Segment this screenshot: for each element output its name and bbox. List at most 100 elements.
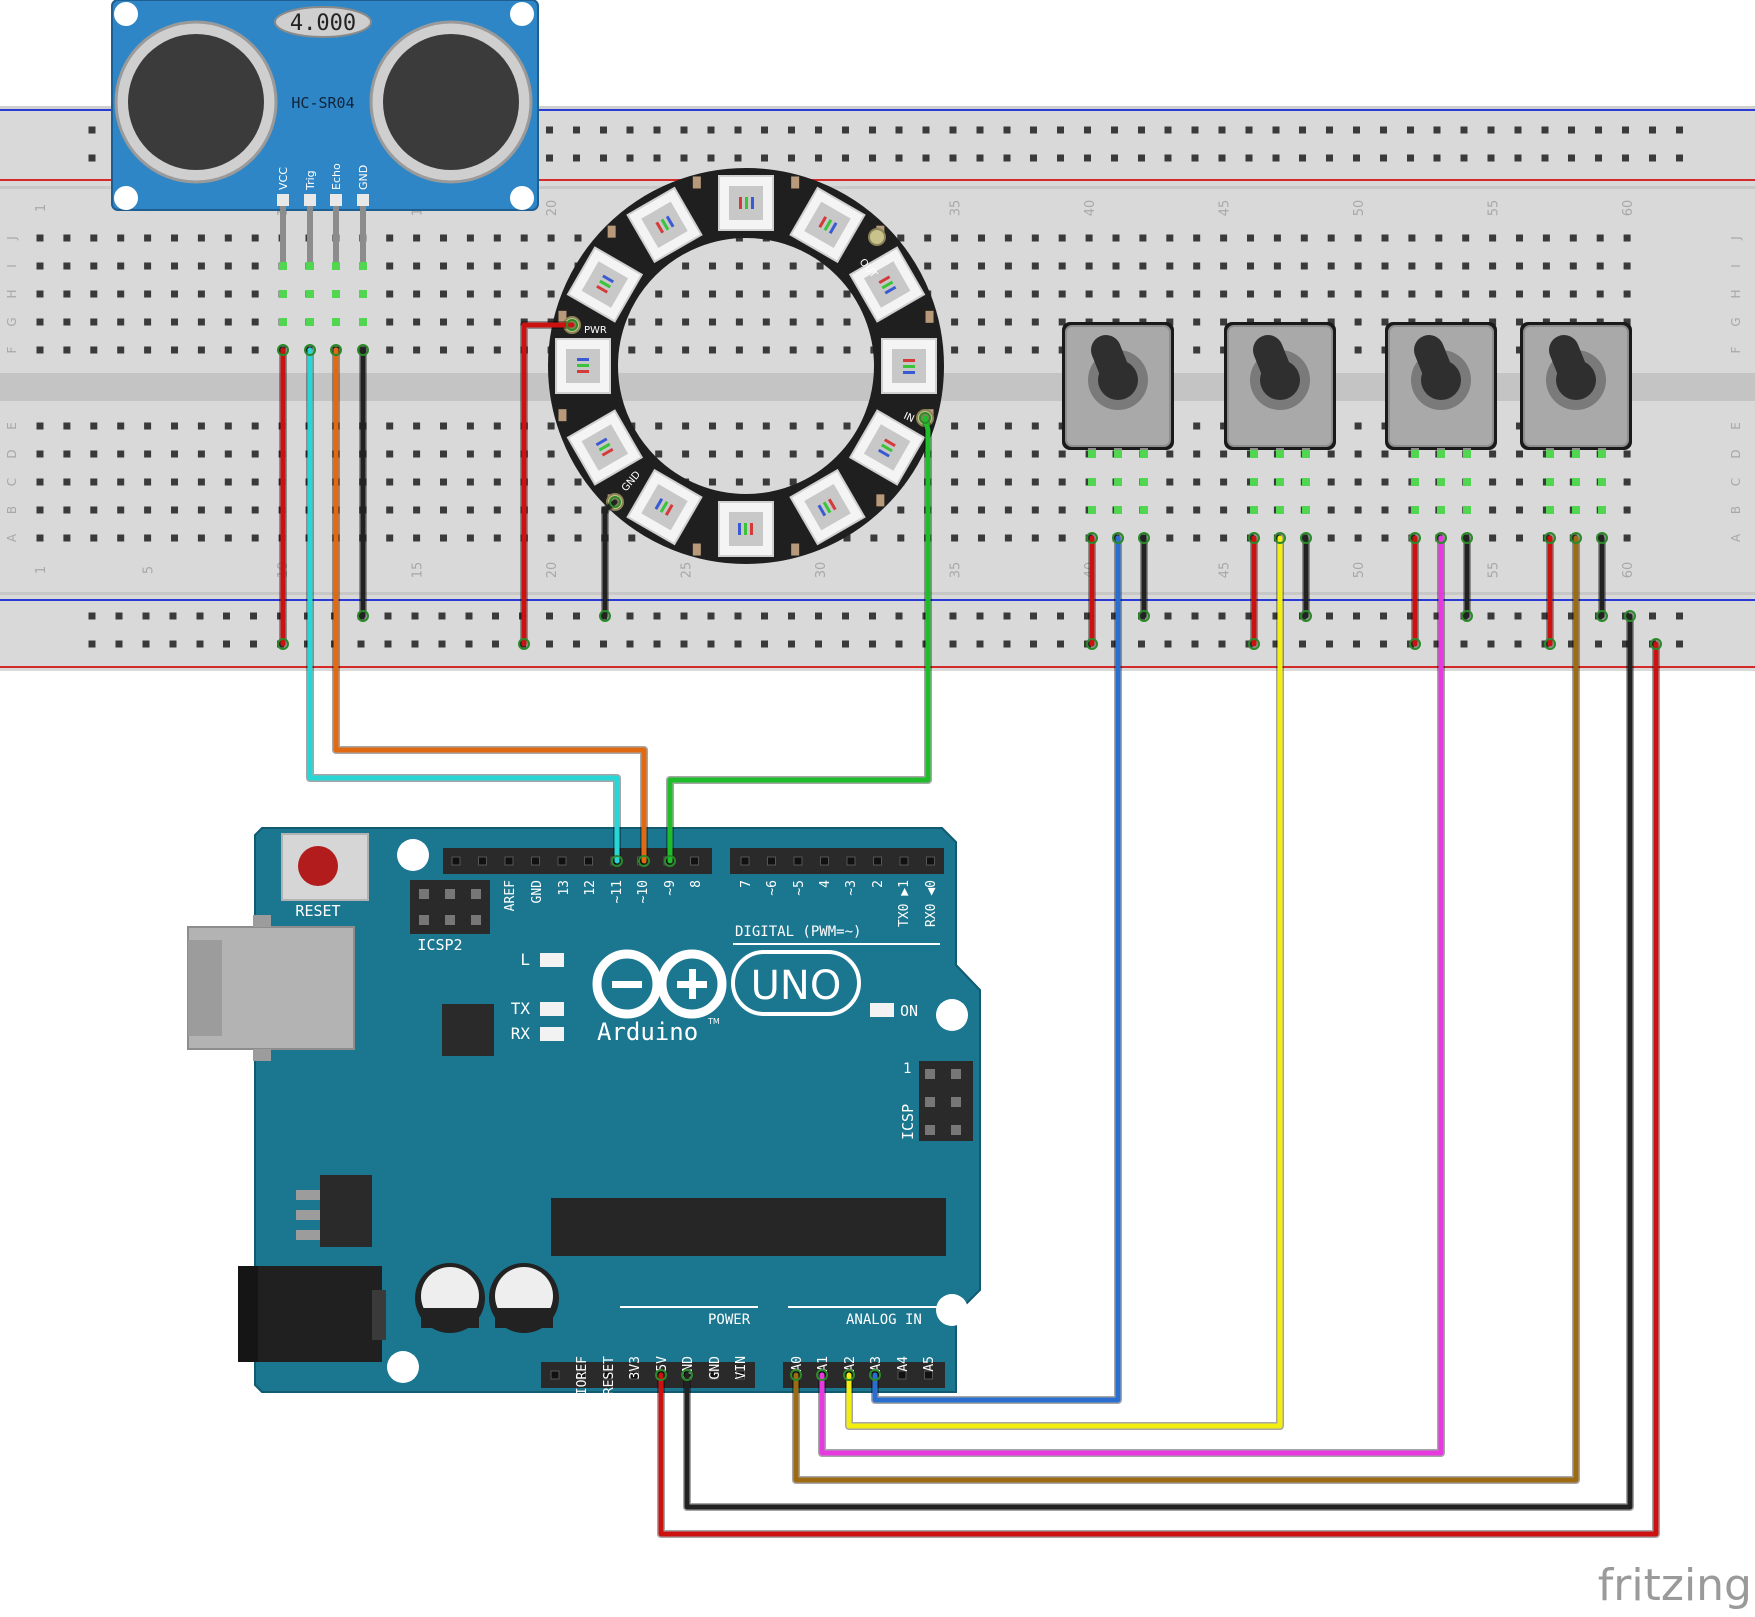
breadboard-hole	[197, 234, 205, 242]
breadboard-hole	[1166, 318, 1174, 326]
connected-hole	[1276, 506, 1284, 514]
sensor-echo-wire[interactable]	[333, 347, 647, 864]
breadboard-hole	[466, 262, 474, 270]
header-pin	[584, 856, 593, 866]
potentiometer[interactable]	[1224, 322, 1336, 514]
wire-end	[304, 344, 316, 356]
rail-hole	[869, 612, 876, 620]
pot3-signal-wire[interactable]	[819, 535, 1444, 1456]
potentiometer[interactable]	[1385, 322, 1497, 514]
breadboard-hole	[144, 534, 152, 542]
breadboard-hole	[709, 450, 716, 458]
pot4-signal-wire[interactable]	[793, 535, 1579, 1483]
breadboard-hole	[843, 346, 851, 354]
ring-led	[718, 175, 774, 231]
connected-hole	[1088, 506, 1096, 514]
breadboard-hole	[36, 318, 44, 326]
breadboard-hole	[1623, 262, 1631, 270]
rail-hole	[438, 612, 446, 620]
breadboard-hole	[1381, 234, 1389, 242]
rail-hole	[788, 612, 795, 620]
rail-hole	[1353, 612, 1360, 620]
arduino-5v-wire[interactable]	[658, 641, 1659, 1537]
breadboard-hole	[251, 262, 259, 270]
breadboard-row-letter: D	[5, 449, 19, 458]
rail-hole	[1568, 612, 1575, 620]
ring-in-wire[interactable]	[667, 415, 931, 864]
ring-pwr-wire[interactable]	[521, 322, 575, 647]
breadboard-hole	[520, 290, 528, 298]
breadboard-hole	[1623, 234, 1631, 242]
breadboard-hole	[574, 234, 582, 242]
pot2-signal-wire[interactable]	[846, 535, 1283, 1429]
breadboard-column-number: 60	[1621, 200, 1636, 217]
breadboard-hole	[709, 422, 716, 430]
breadboard-hole	[951, 234, 959, 242]
rail-hole	[761, 126, 768, 134]
connected-hole	[1437, 450, 1445, 458]
ring-led	[789, 186, 866, 264]
breadboard-hole	[90, 478, 98, 486]
breadboard-hole	[1031, 290, 1039, 298]
wire-end	[1248, 638, 1260, 650]
breadboard-hole	[171, 346, 178, 354]
potentiometer[interactable]	[1062, 322, 1174, 514]
icsp2-pin	[419, 889, 429, 899]
arduino-gnd-wire[interactable]	[684, 613, 1633, 1510]
breadboard-row-letter: I	[5, 264, 19, 268]
digital-pin-label: AREF	[503, 880, 518, 911]
pot1-signal-wire[interactable]	[872, 535, 1121, 1403]
breadboard-hole	[735, 478, 743, 486]
breadboard-column-number: 45	[1218, 200, 1233, 217]
breadboard-hole	[1569, 534, 1577, 542]
breadboard-hole	[386, 506, 394, 514]
rail-hole	[546, 640, 553, 648]
breadboard-column-number: 55	[1487, 200, 1502, 217]
digital-pin-label: 7	[739, 880, 754, 888]
breadboard-hole	[1381, 290, 1389, 298]
ring-capacitor	[925, 310, 934, 323]
connected-hole	[1302, 478, 1310, 486]
rail-hole	[1380, 126, 1387, 134]
breadboard-hole	[1273, 262, 1281, 270]
breadboard-hole	[843, 290, 851, 298]
rail-hole	[734, 612, 742, 620]
potentiometer[interactable]	[1520, 322, 1632, 514]
breadboard-hole	[36, 478, 44, 486]
breadboard-hole	[440, 290, 447, 298]
breadboard-hole	[251, 346, 259, 354]
breadboard-hole	[1139, 290, 1147, 298]
breadboard-hole	[90, 506, 98, 514]
rail-hole	[734, 640, 742, 648]
ring-capacitor	[558, 310, 567, 323]
breadboard-hole	[413, 534, 421, 542]
breadboard-hole	[466, 478, 474, 486]
rail-hole	[653, 640, 661, 648]
connected-hole	[1302, 506, 1310, 514]
sensor-trig-wire[interactable]	[307, 347, 620, 864]
connected-hole	[332, 290, 340, 298]
breadboard-hole	[171, 262, 178, 270]
breadboard-hole	[1004, 290, 1012, 298]
header-pin	[478, 856, 487, 866]
breadboard-hole	[709, 478, 716, 486]
breadboard-hole	[1031, 478, 1039, 486]
breadboard-hole	[843, 534, 851, 542]
rail-hole	[1003, 126, 1011, 134]
wire-end	[566, 319, 578, 331]
breadboard-row-letter: C	[1729, 478, 1743, 486]
breadboard-hole	[251, 318, 259, 326]
ring-led	[789, 468, 866, 546]
rail-hole	[1487, 126, 1495, 134]
breadboard-hole	[224, 290, 232, 298]
analog-pin-label: A0	[790, 1356, 805, 1372]
analog-header	[783, 1362, 945, 1388]
rail-hole	[895, 612, 903, 620]
breadboard-hole	[36, 234, 44, 242]
breadboard-hole	[440, 318, 447, 326]
breadboard-hole	[1542, 234, 1550, 242]
breadboard-hole	[655, 290, 663, 298]
breadboard-hole	[520, 262, 528, 270]
